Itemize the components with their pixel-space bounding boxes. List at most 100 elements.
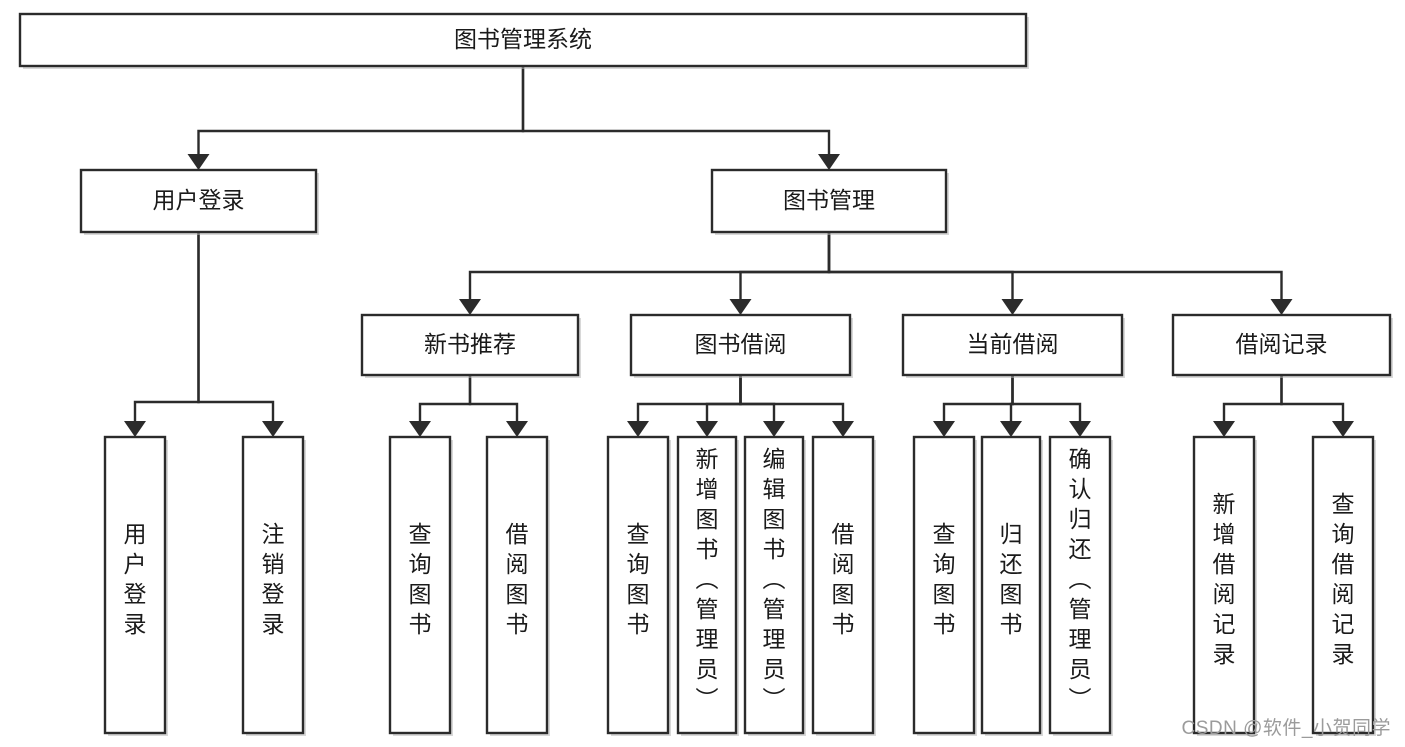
arrow-head-icon — [818, 154, 840, 170]
node-root[interactable]: 图书管理系统 — [18, 12, 1029, 69]
node-current-borrow[interactable]: 当前借阅 — [901, 313, 1125, 378]
node-leaf-logout[interactable]: 注销登录 — [241, 435, 306, 736]
node-box[interactable] — [103, 435, 167, 735]
node-box[interactable] — [710, 168, 948, 234]
arrow-head-icon — [1270, 299, 1293, 315]
node-leaf-confirm-return[interactable]: 确认归还︵管理员︶ — [1048, 435, 1113, 736]
node-new-book-recommend[interactable]: 新书推荐 — [360, 313, 581, 378]
arrow-head-icon — [124, 421, 146, 437]
node-leaf-borrow-book[interactable]: 借阅图书 — [811, 435, 876, 736]
node-label: 用户登录 — [124, 521, 147, 637]
arrow-head-icon — [187, 154, 210, 170]
node-label: 图书管理 — [783, 187, 875, 213]
arrow-head-icon — [1000, 421, 1022, 437]
connector-current-borrow-to-leaf-confirm-return — [1011, 375, 1091, 437]
node-box[interactable] — [629, 313, 852, 377]
node-label: 注销登录 — [262, 521, 285, 637]
node-leaf-borrow-book-rec[interactable]: 借阅图书 — [485, 435, 550, 736]
node-box[interactable] — [485, 435, 549, 735]
node-box[interactable] — [912, 435, 976, 735]
node-label: 查询图书 — [627, 521, 650, 637]
node-label: 当前借阅 — [967, 331, 1059, 357]
connector-book-borrow-to-leaf-add-book — [696, 375, 742, 437]
node-label: 借阅图书 — [506, 521, 529, 637]
node-box[interactable] — [901, 313, 1124, 377]
node-book-management[interactable]: 图书管理 — [710, 168, 949, 235]
node-box[interactable] — [1192, 435, 1256, 735]
node-box[interactable] — [360, 313, 580, 377]
node-box[interactable] — [980, 435, 1042, 735]
node-box[interactable] — [1311, 435, 1375, 735]
connector-user-login-to-leaf-logout — [197, 232, 284, 437]
connector-book-borrow-to-leaf-edit-book — [739, 375, 785, 437]
node-leaf-query-record[interactable]: 查询借阅记录 — [1311, 435, 1376, 736]
node-box[interactable] — [79, 168, 318, 234]
node-leaf-edit-book[interactable]: 编辑图书︵管理员︶ — [743, 435, 806, 736]
node-leaf-return-book[interactable]: 归还图书 — [980, 435, 1043, 736]
nodes-layer: 图书管理系统用户登录图书管理新书推荐图书借阅当前借阅借阅记录用户登录注销登录查询… — [18, 12, 1393, 736]
node-box[interactable] — [811, 435, 875, 735]
node-label: 图书借阅 — [695, 331, 787, 357]
connector-current-borrow-to-leaf-query-book-current — [933, 375, 1014, 437]
node-label: 确认归还︵管理员︶ — [1069, 446, 1092, 712]
connector-book-management-to-book-borrow — [729, 232, 831, 315]
edges-layer — [124, 66, 1354, 437]
arrow-head-icon — [262, 421, 284, 437]
arrow-head-icon — [763, 421, 785, 437]
arrow-head-icon — [1001, 299, 1024, 315]
connector-root-to-user-login — [187, 66, 525, 170]
connector-book-management-to-current-borrow — [827, 232, 1024, 315]
arrow-head-icon — [729, 299, 752, 315]
node-label: 查询图书 — [409, 521, 432, 637]
node-label: 归还图书 — [1000, 521, 1023, 637]
node-box[interactable] — [1171, 313, 1392, 377]
node-label: 借阅记录 — [1236, 331, 1328, 357]
node-label: 新书推荐 — [424, 331, 516, 357]
connector-book-management-to-borrow-record — [827, 232, 1293, 315]
connector-user-login-to-leaf-user-login — [124, 232, 200, 437]
node-box[interactable] — [1048, 435, 1112, 735]
connector-borrow-record-to-leaf-query-record — [1280, 375, 1354, 437]
arrow-head-icon — [1069, 421, 1091, 437]
node-leaf-query-book-current[interactable]: 查询图书 — [912, 435, 977, 736]
connector-new-book-recommend-to-leaf-query-book-rec — [409, 375, 472, 437]
node-book-borrow[interactable]: 图书借阅 — [629, 313, 853, 378]
connector-borrow-record-to-leaf-add-record — [1213, 375, 1283, 437]
node-borrow-record[interactable]: 借阅记录 — [1171, 313, 1393, 378]
arrow-head-icon — [696, 421, 718, 437]
node-box[interactable] — [241, 435, 305, 735]
node-label: 编辑图书︵管理员︶ — [763, 446, 786, 712]
arrow-head-icon — [627, 421, 649, 437]
connector-book-borrow-to-leaf-query-book-borrow — [627, 375, 742, 437]
connector-current-borrow-to-leaf-return-book — [1000, 375, 1022, 437]
arrow-head-icon — [506, 421, 528, 437]
node-label: 新增图书︵管理员︶ — [696, 446, 719, 712]
arrow-head-icon — [1213, 421, 1235, 437]
node-leaf-user-login[interactable]: 用户登录 — [103, 435, 168, 736]
node-label: 查询图书 — [933, 521, 956, 637]
node-box[interactable] — [743, 435, 805, 735]
node-box[interactable] — [388, 435, 452, 735]
arrow-head-icon — [459, 299, 481, 315]
node-label: 查询借阅记录 — [1332, 491, 1355, 667]
node-box[interactable] — [606, 435, 670, 735]
arrow-head-icon — [933, 421, 955, 437]
node-leaf-query-book-borrow[interactable]: 查询图书 — [606, 435, 671, 736]
node-leaf-query-book-rec[interactable]: 查询图书 — [388, 435, 453, 736]
arrow-head-icon — [409, 421, 431, 437]
node-label: 新增借阅记录 — [1213, 491, 1236, 667]
arrow-head-icon — [1332, 421, 1354, 437]
watermark: CSDN @软件_小贺同学 — [1181, 718, 1391, 739]
node-label: 借阅图书 — [832, 521, 855, 637]
arrow-head-icon — [832, 421, 854, 437]
node-leaf-add-book[interactable]: 新增图书︵管理员︶ — [676, 435, 739, 736]
connector-book-management-to-new-book-recommend — [459, 232, 831, 315]
node-box[interactable] — [676, 435, 738, 735]
node-label: 图书管理系统 — [454, 26, 592, 52]
connector-root-to-book-management — [521, 66, 840, 170]
node-box[interactable] — [18, 12, 1028, 68]
node-leaf-add-record[interactable]: 新增借阅记录 — [1192, 435, 1257, 736]
node-user-login[interactable]: 用户登录 — [79, 168, 319, 235]
